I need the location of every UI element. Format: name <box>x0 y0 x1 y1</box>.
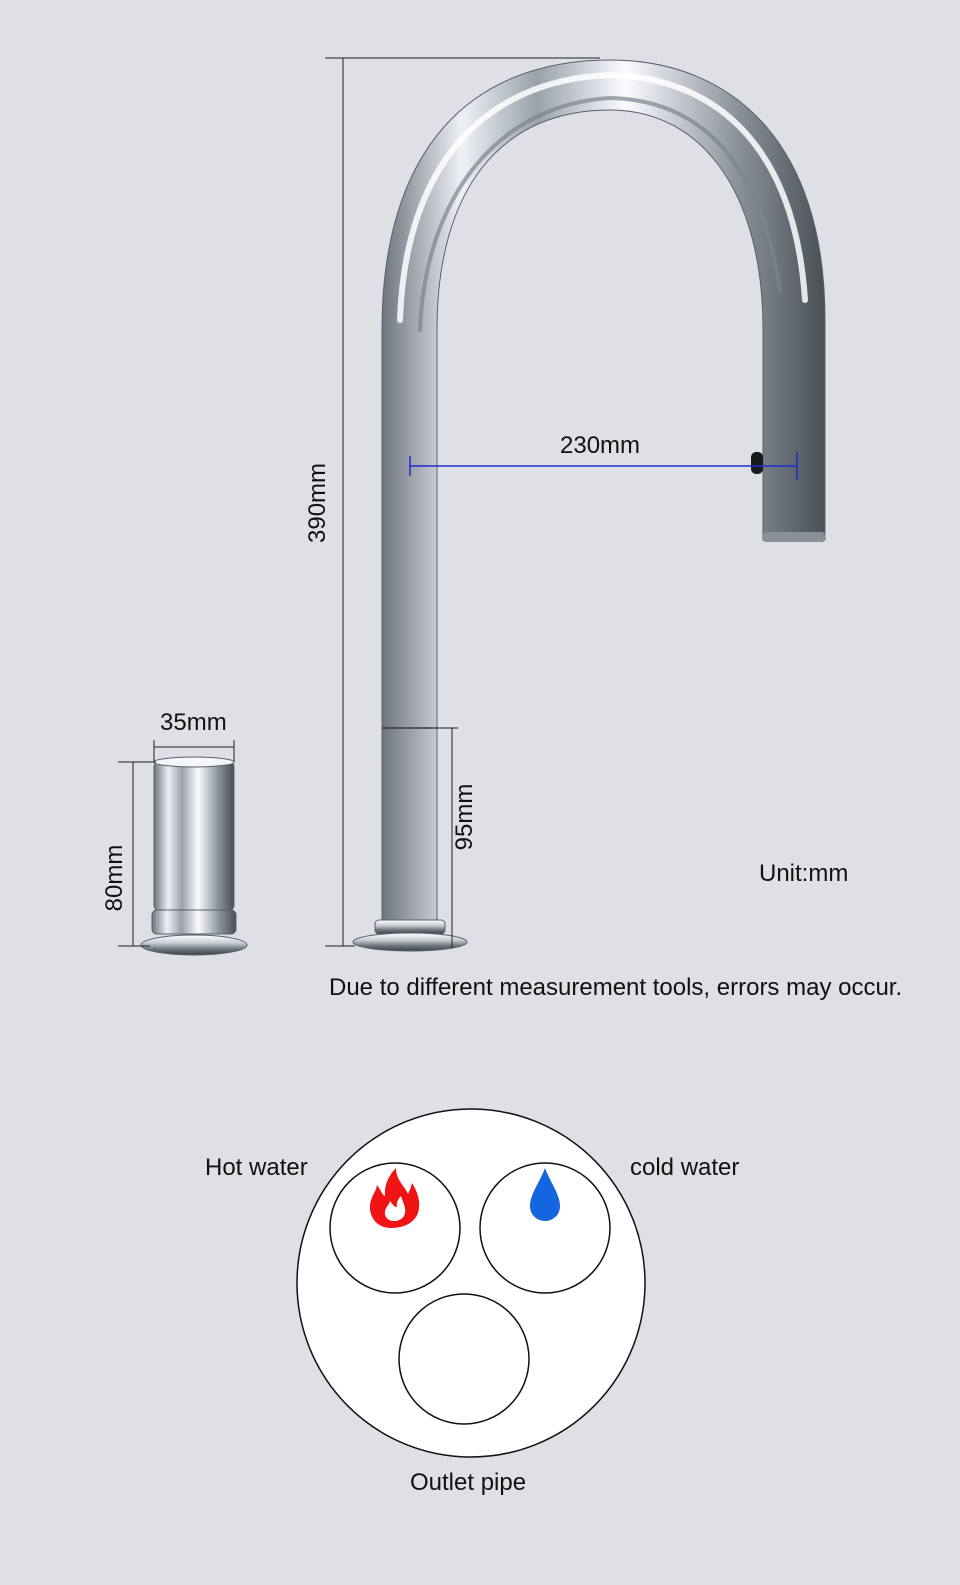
outlet-pipe-label: Outlet pipe <box>410 1469 527 1496</box>
cold-water-label: cold water <box>630 1154 740 1181</box>
handle-dimensions <box>118 740 235 947</box>
lower-section-label: 95mm <box>451 783 478 851</box>
hot-water-label: Hot water <box>205 1154 308 1181</box>
hole-layout-diagram <box>296 1108 646 1458</box>
handle-height-label: 80mm <box>101 844 128 912</box>
flame-icon <box>369 1168 420 1228</box>
reach-label: 230mm <box>560 432 641 459</box>
cold-water-hole <box>479 1162 611 1294</box>
lower-section-dimension <box>382 727 458 948</box>
outlet-pipe-hole <box>398 1293 530 1425</box>
water-drop-icon <box>530 1168 560 1221</box>
handle-diameter-label: 35mm <box>160 709 227 736</box>
faucet-spout <box>352 59 826 952</box>
unit-note: Unit:mm <box>759 860 849 887</box>
height-label: 390mm <box>304 462 331 543</box>
mixer-handle <box>140 756 248 956</box>
disclaimer-text: Due to different measurement tools, erro… <box>329 974 903 1001</box>
reach-dimension <box>409 452 798 480</box>
height-dimension <box>325 57 600 947</box>
hot-water-hole <box>329 1162 461 1294</box>
